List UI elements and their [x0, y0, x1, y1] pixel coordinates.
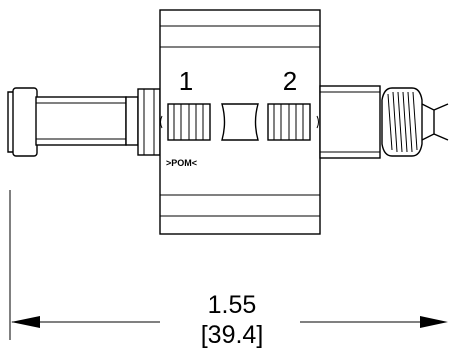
threaded-end [381, 87, 449, 157]
material-marking: >POM< [166, 158, 197, 168]
dimension-primary: 1.55 [208, 291, 257, 319]
arrow-left-icon [11, 316, 40, 328]
port-2-grille [267, 103, 319, 141]
middle-window [221, 103, 259, 141]
left-cap [7, 87, 38, 157]
port-1-grille [160, 103, 211, 141]
right-housing [319, 85, 381, 159]
left-collar [125, 88, 161, 156]
dimension-secondary: [39.4] [201, 321, 264, 349]
dimension-line [11, 316, 448, 328]
port-2-label: 2 [283, 66, 297, 96]
left-shaft [35, 96, 127, 146]
arrow-right-icon [420, 316, 448, 328]
port-1-label: 1 [179, 66, 193, 96]
